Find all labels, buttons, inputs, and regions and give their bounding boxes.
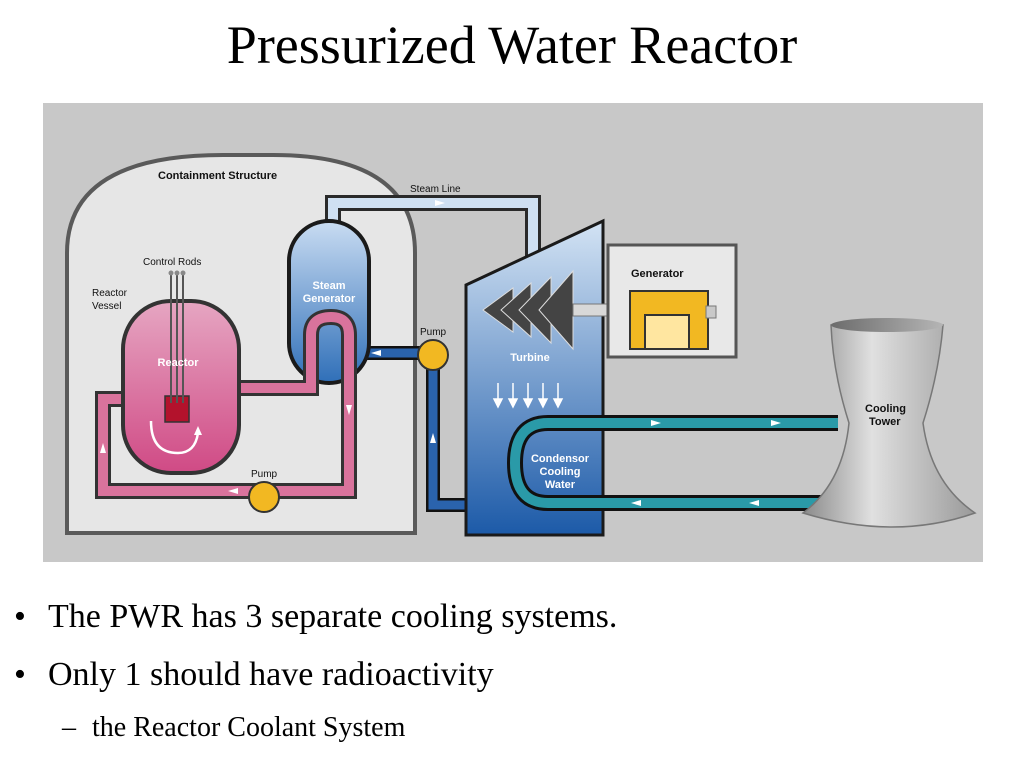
steam-line-label: Steam Line xyxy=(410,184,461,195)
turbine-blades xyxy=(482,269,574,351)
control-rods-label: Control Rods xyxy=(143,257,201,268)
primary-pump xyxy=(248,481,280,513)
slide-title: Pressurized Water Reactor xyxy=(226,15,798,75)
cooling-tower-label-1: Cooling xyxy=(865,403,906,415)
reactor-vessel-label-2: Vessel xyxy=(92,301,121,312)
bullet-marker: • xyxy=(14,598,26,635)
reactor-label: Reactor xyxy=(158,357,200,369)
sub-bullet-marker: – xyxy=(62,712,76,743)
condensor-label-1: Condensor xyxy=(531,453,590,465)
cooling-tower-label-2: Tower xyxy=(869,416,901,428)
bullet-item: • The PWR has 3 separate cooling systems. xyxy=(14,598,617,636)
turbine-building xyxy=(464,218,644,537)
generator xyxy=(606,243,738,359)
reactor-vessel xyxy=(121,270,241,475)
reactor-vessel-label-1: Reactor xyxy=(92,288,128,299)
condensor-label-2: Cooling xyxy=(540,466,581,478)
pwr-diagram: Containment Structure Steam Line Control… xyxy=(43,103,983,562)
bullet-item: • Only 1 should have radioactivity xyxy=(14,656,494,694)
feedwater-pump xyxy=(417,339,449,371)
steam-generator-label-1: Steam xyxy=(312,280,345,292)
bullet-text: Only 1 should have radioactivity xyxy=(48,656,494,693)
sub-bullet-item: –the Reactor Coolant System xyxy=(62,712,405,744)
pump-label-top: Pump xyxy=(420,327,447,338)
cooling-tower xyxy=(801,318,977,528)
bullet-marker: • xyxy=(14,656,26,693)
generator-label: Generator xyxy=(631,268,684,280)
containment-label: Containment Structure xyxy=(158,170,277,182)
condensor-label-3: Water xyxy=(545,479,576,491)
sub-bullet-text: the Reactor Coolant System xyxy=(92,712,406,743)
steam-generator-label-2: Generator xyxy=(303,293,356,305)
bullet-text: The PWR has 3 separate cooling systems. xyxy=(48,598,618,635)
turbine-label: Turbine xyxy=(510,352,550,364)
cooling-water-loop xyxy=(506,415,843,511)
condensate-arrows xyxy=(492,383,564,409)
pump-label-bottom: Pump xyxy=(251,469,278,480)
